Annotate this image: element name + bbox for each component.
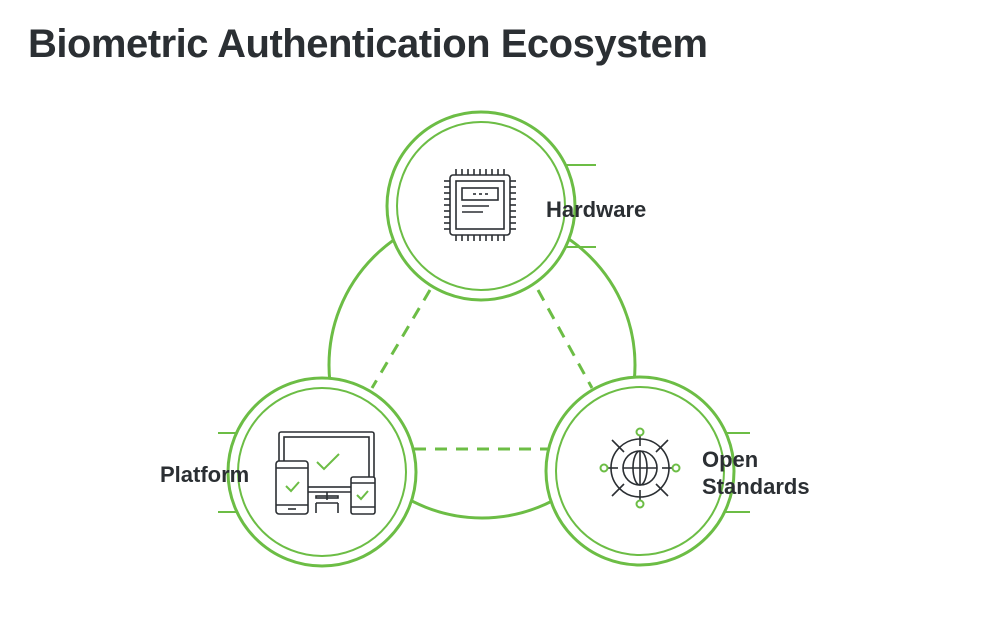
page-title: Biometric Authentication Ecosystem	[28, 22, 708, 66]
node-open-standards	[544, 375, 750, 567]
label-hardware: Hardware	[546, 197, 647, 222]
globe-network-icon	[604, 432, 676, 504]
label-open-standards: Open Standards	[702, 447, 810, 499]
network-node-dots	[599, 427, 681, 509]
chip-icon	[444, 169, 516, 241]
connector-hardware-platform	[370, 289, 432, 389]
node-platform	[218, 376, 418, 568]
label-platform: Platform	[160, 462, 250, 487]
connector-hardware-standards	[536, 289, 594, 389]
check-icons	[285, 453, 369, 501]
node-hardware	[385, 110, 596, 302]
